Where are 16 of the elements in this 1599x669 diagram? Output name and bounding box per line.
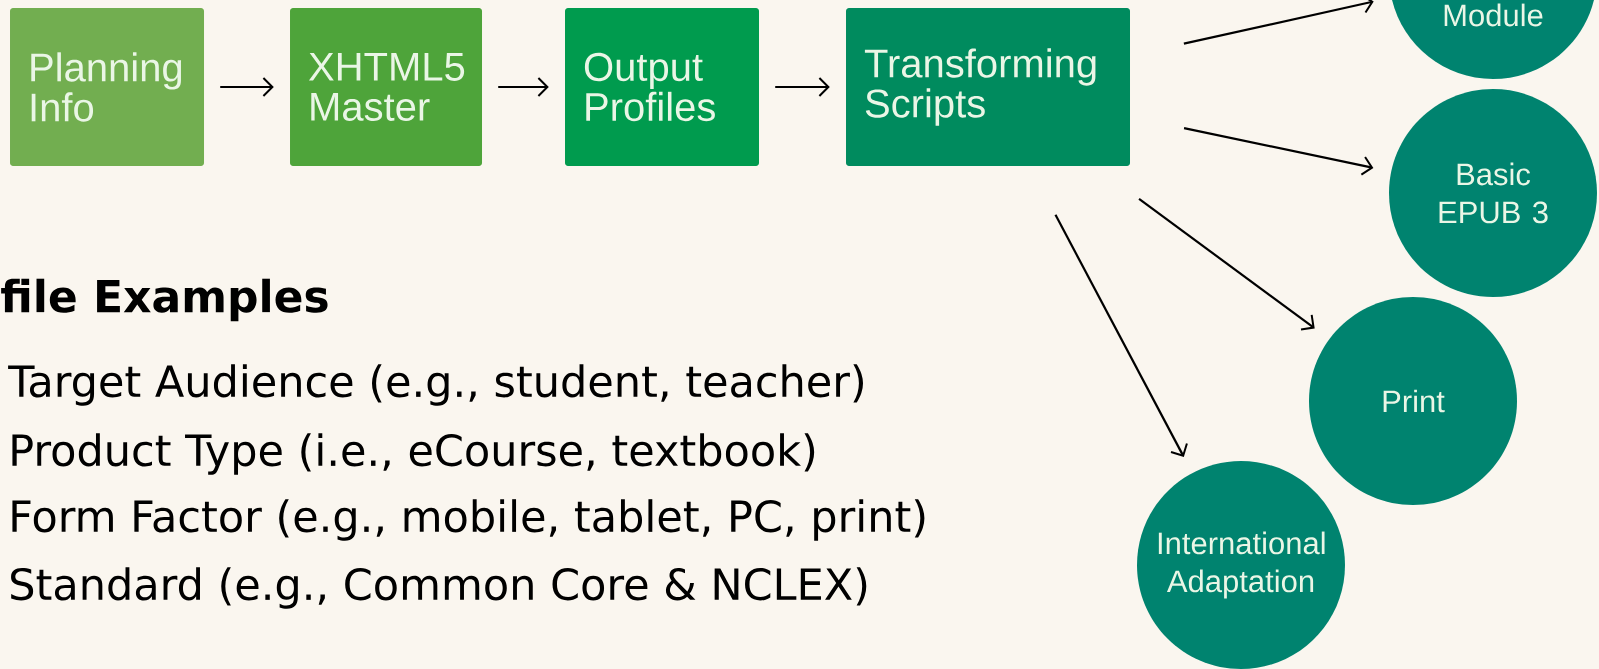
process-box: Transforming Scripts (846, 8, 1130, 166)
process-box: Output Profiles (565, 8, 759, 166)
arrow (1054, 214, 1188, 457)
arrow (1138, 197, 1315, 331)
arrow (775, 77, 830, 97)
list-item: Product Type (i.e., eCourse, textbook) (12, 433, 815, 475)
list-item: Form Factor (e.g., mobile, tablet, PC, print) (12, 499, 925, 541)
list-item: Target Audience (e.g., student, teacher) (8, 364, 863, 406)
arrow (220, 77, 274, 97)
arrow (1183, 126, 1374, 176)
process-box: Planning Info (10, 8, 204, 166)
process-box: XHTML5 Master (290, 8, 482, 166)
section-heading: file Examples (1, 278, 328, 322)
arrow (498, 77, 549, 97)
list-item: Standard (e.g., Common Core & NCLEX) (11, 567, 867, 609)
arrow (1183, 0, 1374, 45)
